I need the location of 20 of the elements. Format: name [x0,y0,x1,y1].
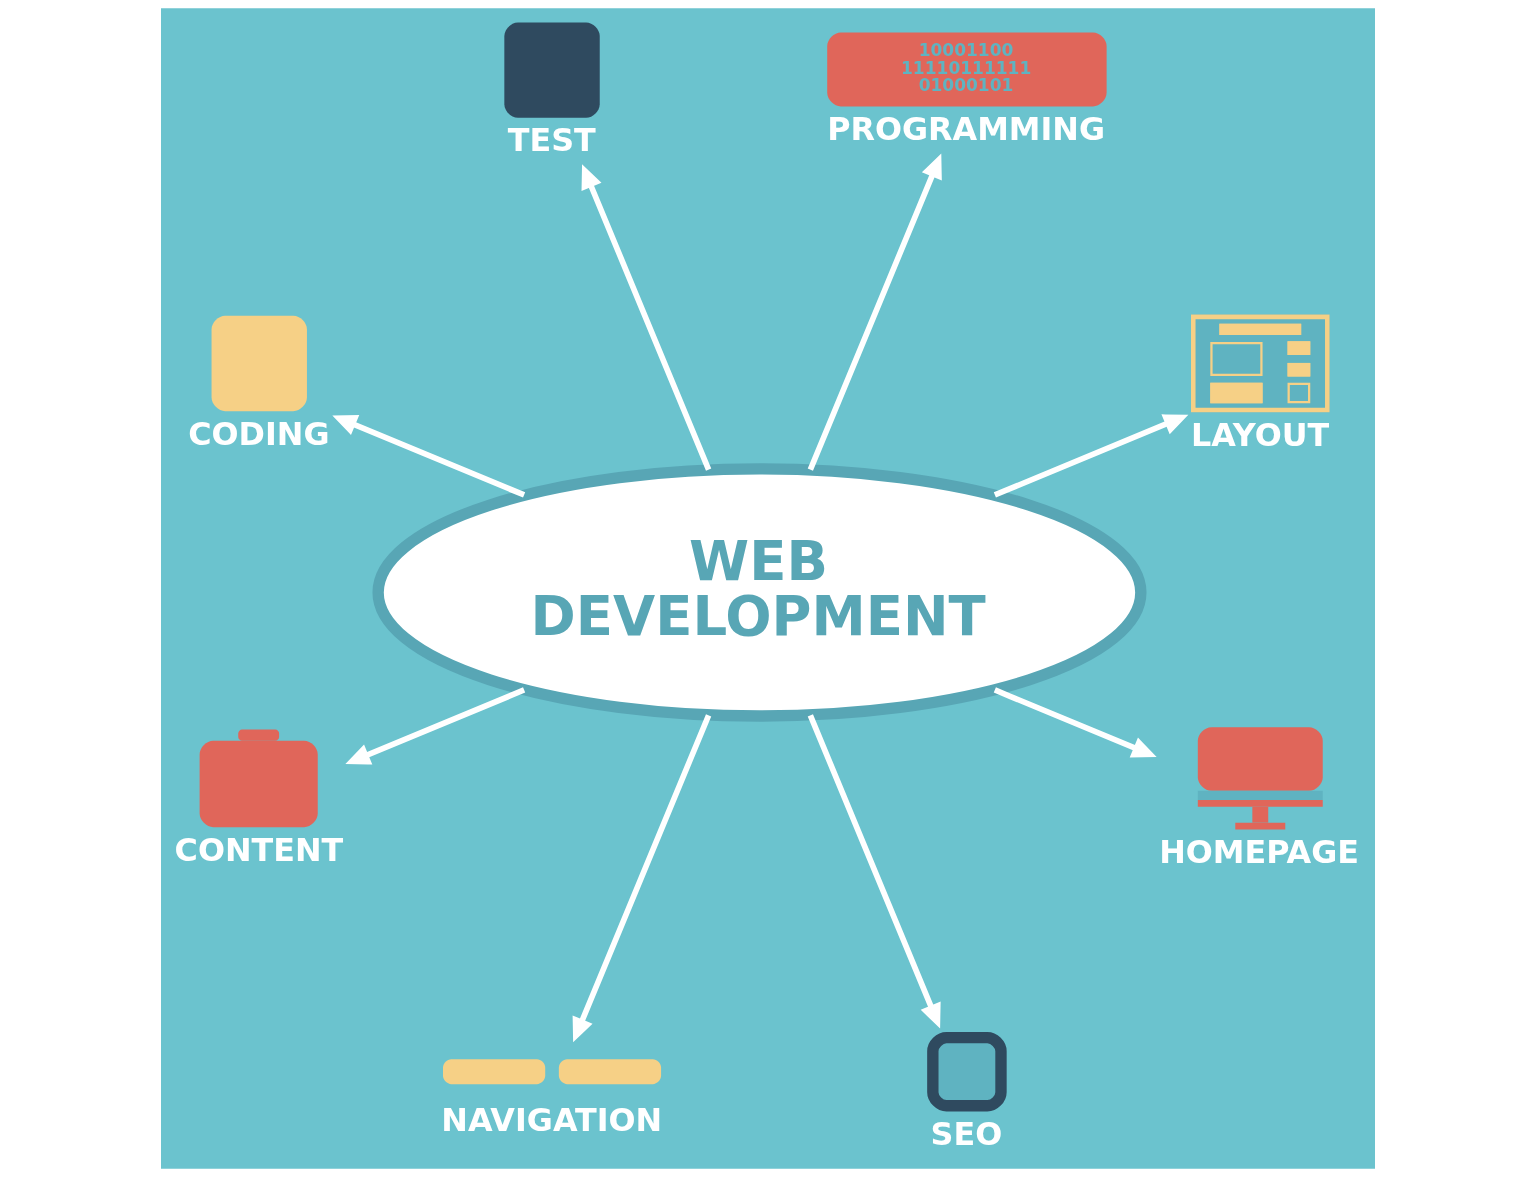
arrow [581,164,712,471]
node-label: NAVIGATION [441,1101,663,1139]
node-ellipse: WEB DEVELOPMENT [372,463,1147,722]
node-label: PROGRAMMING [827,109,1106,147]
node-box: 10001100 11110111111 01000101 [827,32,1107,107]
arrow [572,714,712,1043]
node-box [211,315,307,412]
node-label: TEST [507,121,596,159]
node-label: CODING [188,414,330,452]
node-label: HOMEPAGE [1159,832,1360,870]
node-label: SEO [930,1114,1003,1152]
node-label: LAYOUT [1191,415,1330,453]
node-label: CONTENT [174,830,344,868]
arrow [807,714,941,1029]
arrow [993,414,1189,498]
arrow [993,687,1157,758]
arrow [807,153,942,471]
node-box [504,22,600,118]
arrow [332,415,526,498]
arrow [345,687,526,765]
